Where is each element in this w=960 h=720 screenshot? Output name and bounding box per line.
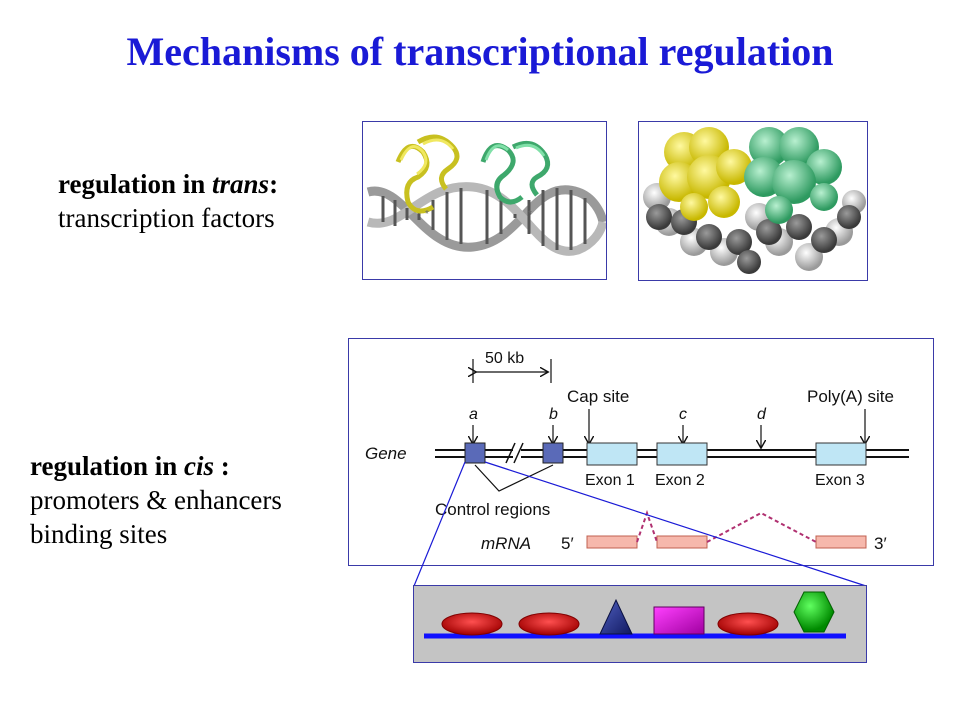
exon-3 [815,442,867,466]
splice-junction-1 [636,509,658,543]
exon-1-label: Exon 1 [585,472,635,489]
exon-2-label: Exon 2 [655,472,705,489]
cis-heading: regulation in cis : [30,451,230,481]
trans-heading: regulation in trans: [58,169,279,199]
binding-site-magenta-rect [653,606,705,635]
splice-junction-2 [706,511,817,543]
three-prime-label: 3′ [874,534,887,553]
mrna-label: mRNA [481,534,531,553]
mrna-exon-2 [656,535,708,549]
five-prime-label: 5′ [561,534,574,553]
binding-sites-zoom [413,585,867,663]
svg-text:*: * [425,209,429,220]
polya-site-label: Poly(A) site [807,387,894,406]
control-regions-label: Control regions [435,500,550,519]
marker-b-label: b [549,406,558,423]
cis-line-promoters: promoters & enhancers [30,485,282,515]
marker-d-label: d [757,406,767,423]
control-region-b [542,442,564,464]
binding-site-hexagon [793,591,835,633]
mrna-exon-3 [815,535,867,549]
gene-structure-diagram: 50 kb a b Cap site c d Poly(A) site Gene [348,338,934,566]
protein-dna-ribbon-image: * * [362,121,608,280]
exon-3-label: Exon 3 [815,472,865,489]
scale-label: 50 kb [485,350,524,367]
binding-site-red-3 [717,612,779,636]
protein-dna-spacefill-image [638,121,868,281]
page-title: Mechanisms of transcriptional regulation [126,29,834,74]
binding-site-triangle [599,598,633,635]
marker-a-label: a [469,406,478,423]
binding-site-red-1 [441,612,503,636]
cis-line-binding-sites: binding sites [30,519,168,549]
gene-label: Gene [365,444,407,463]
trans-regulation-text: regulation in trans: transcription facto… [58,167,278,235]
mrna-exon-1 [586,535,638,549]
svg-text:*: * [528,209,532,220]
control-region-a [464,442,486,464]
trans-subtitle: transcription factors [58,203,275,233]
marker-c-label: c [679,406,687,423]
cap-site-label: Cap site [567,387,629,406]
exon-2 [656,442,708,466]
binding-site-red-2 [518,612,580,636]
exon-1 [586,442,638,466]
cis-regulation-text: regulation in cis : promoters & enhancer… [30,449,282,551]
